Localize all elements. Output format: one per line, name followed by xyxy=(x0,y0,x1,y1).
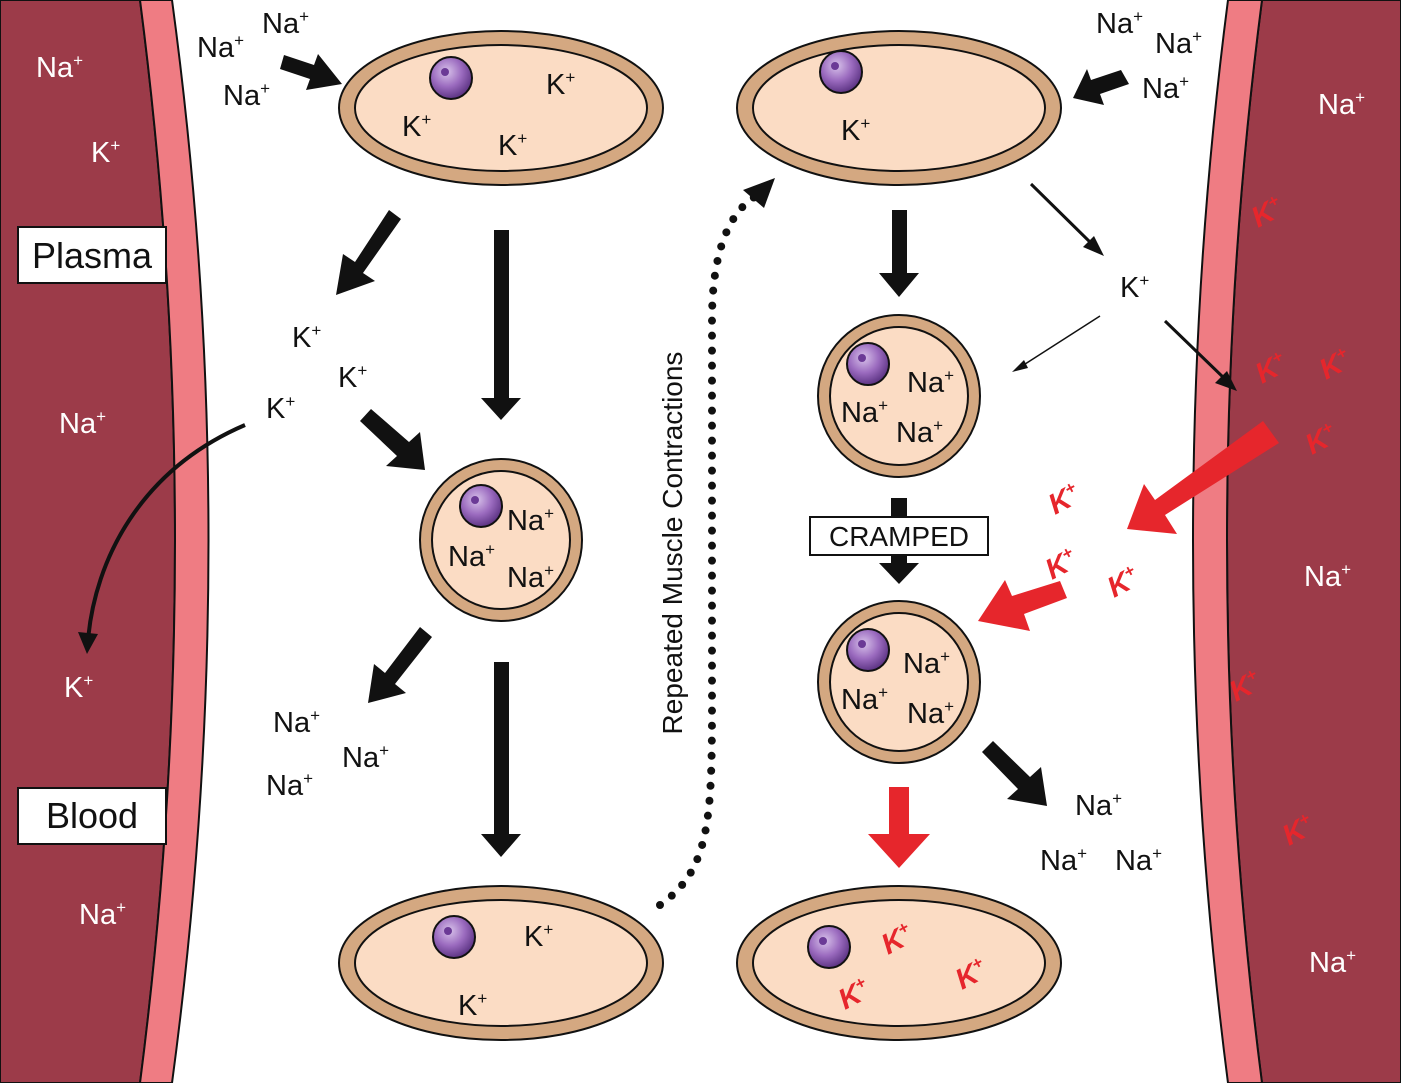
red-arrow-k-into-cell-1 xyxy=(1127,421,1279,534)
nucleus xyxy=(432,915,476,959)
arrow-na-into-cell xyxy=(280,54,342,90)
sodium-ion: Na+ xyxy=(1309,946,1356,979)
sodium-ion: Na+ xyxy=(1075,789,1122,822)
sodium-ion: Na+ xyxy=(342,741,389,774)
blood-label: Blood xyxy=(17,787,167,845)
repeated-contractions-path xyxy=(656,178,775,909)
sodium-ion: Na+ xyxy=(448,540,495,573)
potassium-ion: K+ xyxy=(292,321,321,354)
sodium-ion: Na+ xyxy=(59,407,106,440)
potassium-ion: K+ xyxy=(1120,271,1149,304)
nucleus xyxy=(819,50,863,94)
sodium-ion: Na+ xyxy=(841,683,888,716)
sodium-ion: Na+ xyxy=(1040,844,1087,877)
arrows-black xyxy=(280,54,1129,857)
potassium-ion-excess: K+ xyxy=(1040,543,1083,587)
sodium-ion: Na+ xyxy=(896,416,943,449)
blood-label-text: Blood xyxy=(46,795,138,836)
arrow-cramped-stub xyxy=(891,498,907,518)
sodium-ion: Na+ xyxy=(262,7,309,40)
arrow-cramped-down xyxy=(879,555,919,584)
sodium-ion: Na+ xyxy=(79,898,126,931)
cell-right-middle xyxy=(817,314,981,478)
sodium-ion: Na+ xyxy=(36,51,83,84)
plasma-label: Plasma xyxy=(17,226,167,284)
sodium-ion: Na+ xyxy=(223,79,270,112)
arrow-k-out xyxy=(336,210,401,295)
sodium-ion: Na+ xyxy=(266,769,313,802)
sodium-ion: Na+ xyxy=(1318,88,1365,121)
potassium-ion: K+ xyxy=(841,114,870,147)
nucleus xyxy=(429,56,473,100)
cell-right-top xyxy=(736,30,1062,186)
sodium-ion: Na+ xyxy=(1142,72,1189,105)
potassium-ion: K+ xyxy=(338,361,367,394)
arrows-red xyxy=(868,421,1279,868)
arrow-down-left-2 xyxy=(481,662,521,857)
potassium-ion-excess: K+ xyxy=(1102,561,1145,605)
potassium-ion: K+ xyxy=(402,110,431,143)
sodium-ion: Na+ xyxy=(1304,560,1351,593)
nucleus xyxy=(807,925,851,969)
cell-left-top xyxy=(338,30,664,186)
plasma-label-text: Plasma xyxy=(32,235,153,276)
cramped-label: CRAMPED xyxy=(829,521,969,552)
arrow-na-into-right-cell xyxy=(1073,69,1129,105)
arrow-na-out xyxy=(368,627,432,703)
cell-right-bottom xyxy=(736,885,1062,1041)
sodium-ion: Na+ xyxy=(273,706,320,739)
nucleus xyxy=(846,628,890,672)
arrow-na-out-right xyxy=(982,741,1047,806)
nucleus xyxy=(459,484,503,528)
sodium-ion: Na+ xyxy=(907,697,954,730)
right-blood-vessel xyxy=(1192,0,1401,1083)
sodium-ion: Na+ xyxy=(197,31,244,64)
sodium-ion: Na+ xyxy=(841,396,888,429)
cramped-box: CRAMPED xyxy=(809,516,989,556)
potassium-ion: K+ xyxy=(266,392,295,425)
potassium-ion: K+ xyxy=(546,68,575,101)
potassium-ion: K+ xyxy=(64,671,93,704)
arrow-k-into-cell xyxy=(360,409,425,470)
potassium-ion: K+ xyxy=(91,136,120,169)
arrows-thin xyxy=(78,182,1237,654)
sodium-ion: Na+ xyxy=(903,647,950,680)
repeated-contractions-label: Repeated Muscle Contractions xyxy=(657,352,688,735)
cell-right-cramped xyxy=(817,600,981,764)
sodium-ion: Na+ xyxy=(907,366,954,399)
cell-left-middle xyxy=(419,458,583,622)
red-arrow-k-into-cell-2 xyxy=(978,580,1067,631)
sodium-ion: Na+ xyxy=(507,504,554,537)
potassium-ion-excess: K+ xyxy=(1043,478,1086,522)
sodium-ion: Na+ xyxy=(507,561,554,594)
sodium-ion: Na+ xyxy=(1155,27,1202,60)
arrow-down-left-1 xyxy=(481,230,521,420)
red-arrow-down xyxy=(868,787,930,868)
sodium-ion: Na+ xyxy=(1096,7,1143,40)
sodium-ion: Na+ xyxy=(1115,844,1162,877)
potassium-ion: K+ xyxy=(524,920,553,953)
nucleus xyxy=(846,342,890,386)
cell-left-bottom xyxy=(338,885,664,1041)
potassium-ion: K+ xyxy=(458,989,487,1022)
arrow-down-right-1 xyxy=(879,210,919,297)
potassium-ion: K+ xyxy=(498,129,527,162)
